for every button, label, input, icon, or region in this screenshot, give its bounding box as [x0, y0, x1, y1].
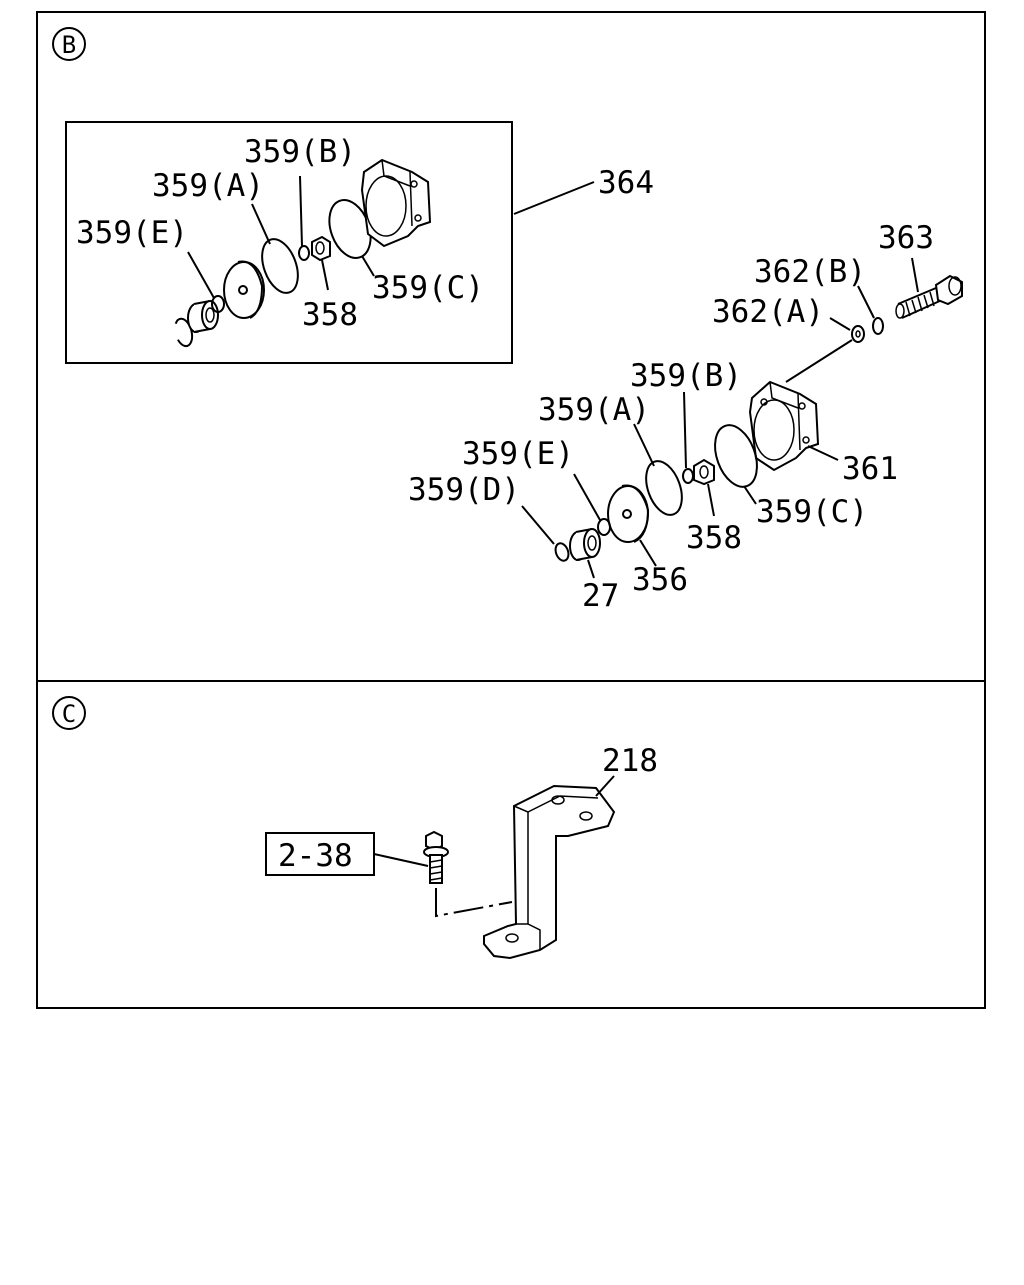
- leader-359e: [573, 473, 601, 521]
- bolt-363: [895, 274, 963, 319]
- oring-359c: [714, 424, 758, 488]
- label-364: 364: [598, 165, 654, 201]
- label-358: 358: [686, 520, 742, 556]
- label-218: 218: [602, 743, 658, 779]
- leader-361: [807, 445, 839, 461]
- section-b-marker-text: B: [62, 31, 76, 59]
- section-c-frame: [36, 680, 986, 1009]
- leader-358: [707, 483, 715, 517]
- inset-leaders: [187, 175, 375, 299]
- label-362a: 362(A): [712, 294, 824, 330]
- section-c-marker: C: [52, 696, 86, 730]
- label-362b: 362(B): [754, 254, 866, 290]
- oring-359b: [682, 468, 694, 484]
- leader-27: [587, 559, 595, 579]
- leader-364: [513, 181, 595, 215]
- inset-oring-a: [261, 238, 299, 294]
- inset-label-358: 358: [302, 297, 358, 333]
- snap-ring-359d: [554, 542, 570, 562]
- label-ref-2-38: 2-38: [278, 838, 353, 874]
- alignment-dashed-line: [435, 888, 513, 918]
- label-361: 361: [842, 451, 898, 487]
- assembly-axis-line: [785, 339, 853, 383]
- cover-plate-356: [607, 484, 650, 543]
- leader-359d: [521, 505, 555, 545]
- inset-cover-plate: [223, 260, 265, 319]
- piston-27: [569, 528, 601, 561]
- oring-359a: [645, 460, 683, 516]
- label-359e: 359(E): [462, 436, 574, 472]
- inset-label-359c: 359(C): [372, 270, 484, 306]
- nut-358: [693, 458, 715, 486]
- leader-359a: [633, 423, 655, 467]
- inset-snap-ring: [174, 317, 194, 348]
- oring-359e: [597, 518, 611, 536]
- washer-362b: [872, 317, 884, 335]
- leader-362a: [829, 317, 851, 331]
- leader-218: [595, 775, 615, 797]
- leader-359b: [683, 391, 687, 469]
- label-356: 356: [632, 562, 688, 598]
- label-359d: 359(D): [408, 472, 520, 508]
- leader-362b: [857, 285, 875, 319]
- section-b-marker: B: [52, 27, 86, 61]
- kit-inset-frame: [65, 121, 513, 364]
- inset-housing: [360, 158, 432, 248]
- label-363: 363: [878, 220, 934, 256]
- housing-361: [748, 380, 820, 472]
- label-359b: 359(B): [630, 358, 742, 394]
- inset-label-359a: 359(A): [152, 168, 264, 204]
- inset-oring-b: [298, 245, 310, 261]
- leader-359c: [743, 485, 757, 505]
- washer-362a: [851, 325, 865, 343]
- inset-piston: [187, 300, 219, 333]
- inset-label-359b: 359(B): [244, 134, 356, 170]
- inset-oring-e: [211, 295, 225, 313]
- inset-label-359e: 359(E): [76, 215, 188, 251]
- inset-nut: [311, 235, 331, 262]
- leader-356: [639, 539, 657, 567]
- flange-bolt: [423, 830, 449, 884]
- bracket-218: [483, 784, 616, 960]
- label-27: 27: [582, 578, 619, 614]
- label-359a: 359(A): [538, 392, 650, 428]
- section-c-marker-text: C: [62, 700, 76, 728]
- label-359c: 359(C): [756, 494, 868, 530]
- leader-ref: [373, 853, 429, 867]
- leader-363: [911, 257, 919, 293]
